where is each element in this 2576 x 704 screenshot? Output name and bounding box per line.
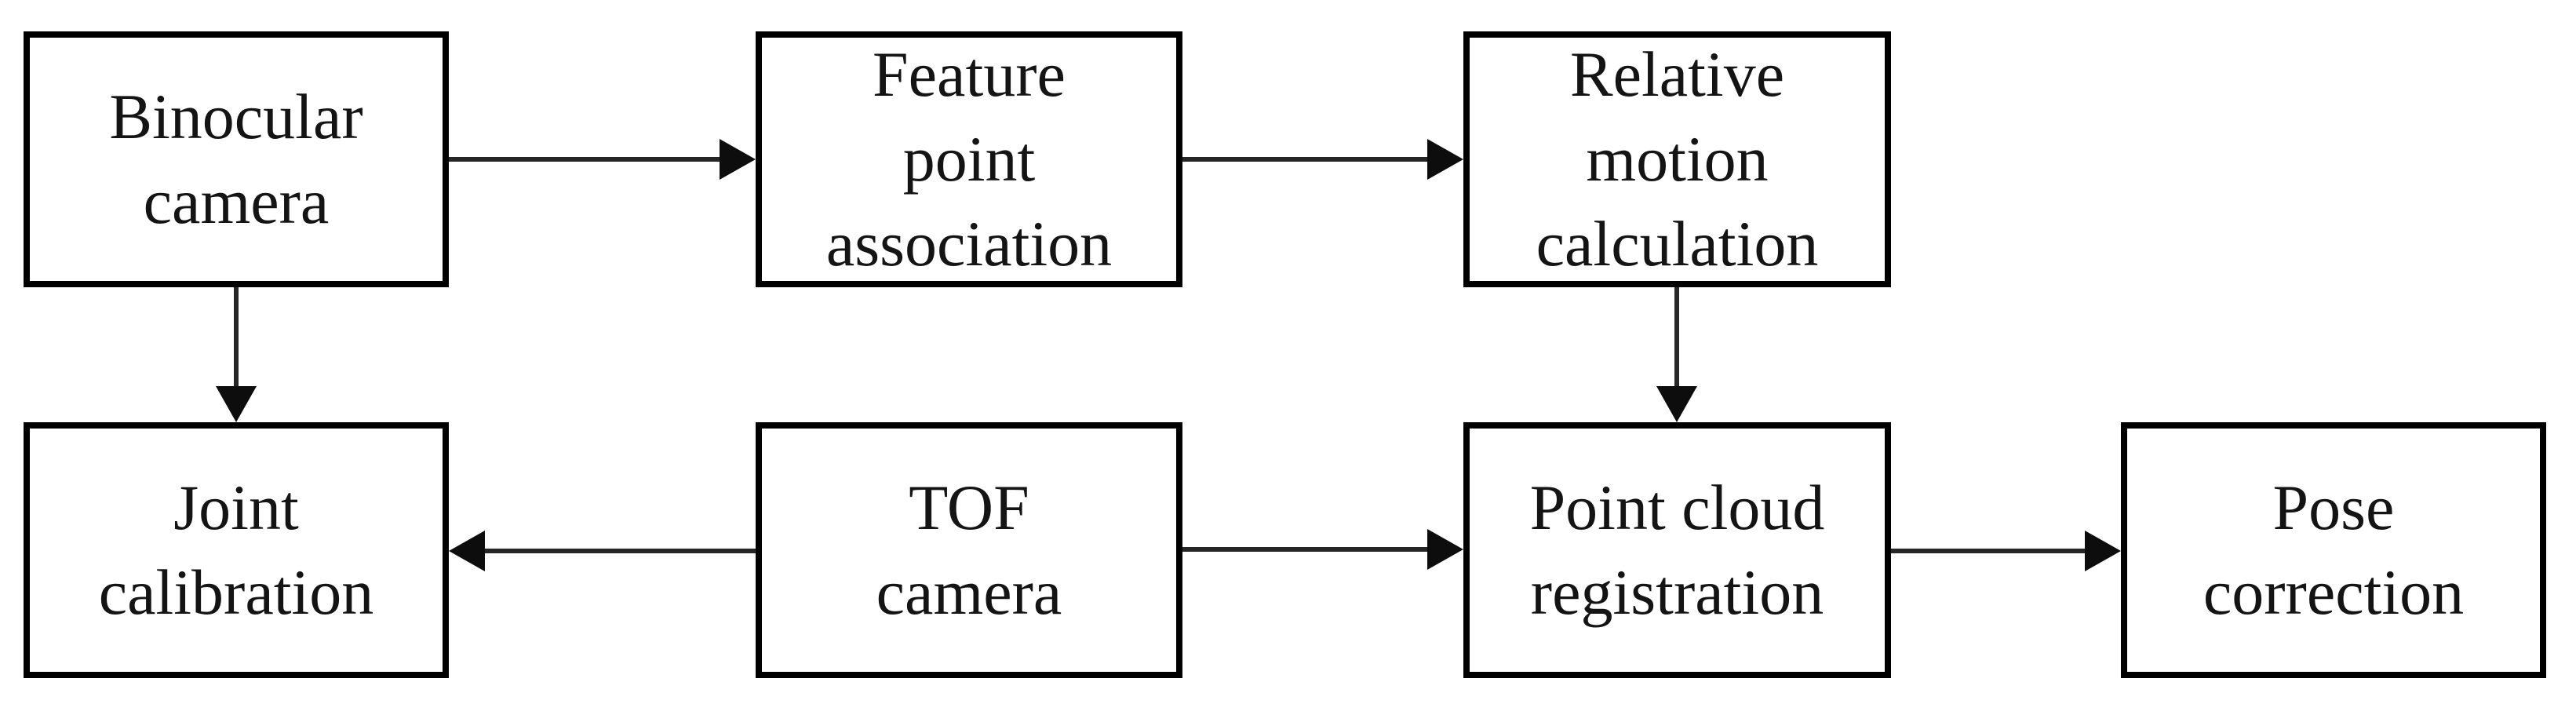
- arrow-tof-to-joint-head-icon: [449, 531, 485, 571]
- node-feature-point-association: Feature point association: [756, 31, 1182, 287]
- node-pose-correction: Pose correction: [2121, 422, 2546, 678]
- arrow-binocular-to-feature-shaft: [449, 157, 721, 162]
- arrow-tof-to-joint-shaft: [483, 549, 756, 553]
- node-point-cloud-registration: Point cloud registration: [1463, 422, 1891, 678]
- arrow-binocular-to-feature-head-icon: [720, 139, 756, 180]
- arrow-tof-to-pointcloud-head-icon: [1427, 529, 1463, 570]
- node-binocular-camera: Binocular camera: [24, 31, 449, 287]
- arrow-feature-to-relative-shaft: [1182, 157, 1429, 162]
- arrow-binocular-to-joint-head-icon: [216, 386, 257, 422]
- arrow-binocular-to-joint-shaft: [234, 287, 239, 388]
- arrow-relative-to-pointcloud-head-icon: [1656, 386, 1697, 422]
- arrow-feature-to-relative-head-icon: [1427, 139, 1463, 180]
- arrow-tof-to-pointcloud-shaft: [1182, 547, 1429, 552]
- node-relative-motion-calculation: Relative motion calculation: [1463, 31, 1891, 287]
- node-joint-calibration: Joint calibration: [24, 422, 449, 678]
- arrow-pointcloud-to-pose-shaft: [1891, 549, 2086, 553]
- node-tof-camera: TOF camera: [756, 422, 1182, 678]
- arrow-pointcloud-to-pose-head-icon: [2085, 531, 2121, 571]
- arrow-relative-to-pointcloud-shaft: [1674, 287, 1679, 388]
